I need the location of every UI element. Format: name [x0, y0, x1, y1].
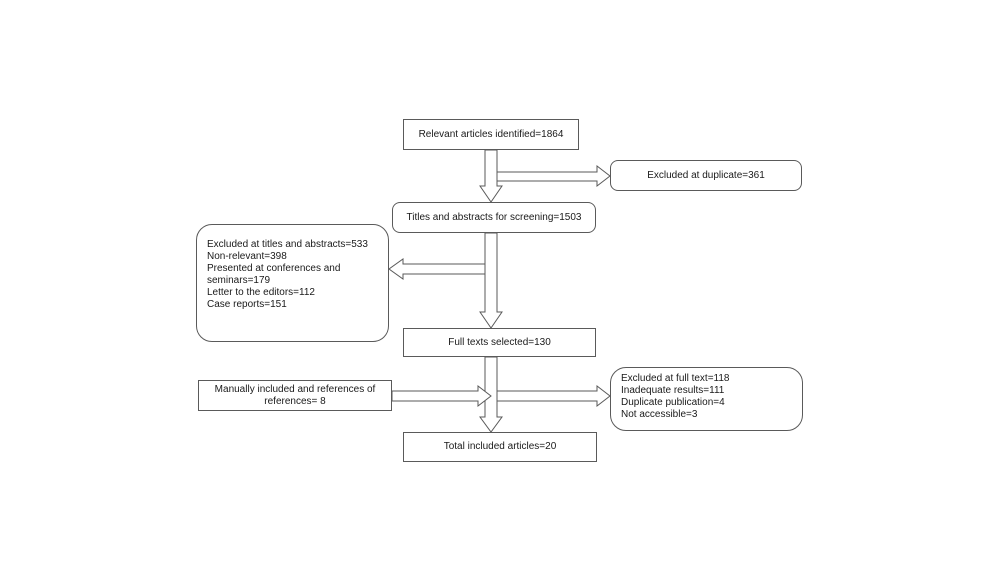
excluded-titles-line: seminars=179 — [207, 275, 271, 286]
manual-box: Manually included and references of refe… — [198, 380, 392, 411]
excluded-fulltext-line: Inadequate results=111 — [621, 385, 725, 396]
arrow-to-duplicate — [496, 164, 611, 188]
screening-box: Titles and abstracts for screening=1503 — [392, 202, 596, 233]
duplicate-text: Excluded at duplicate=361 — [647, 169, 765, 181]
duplicate-box: Excluded at duplicate=361 — [610, 160, 802, 191]
excluded-titles-line: Excluded at titles and abstracts=533 — [207, 239, 368, 250]
total-box: Total included articles=20 — [403, 432, 597, 462]
full-texts-text: Full texts selected=130 — [448, 336, 551, 348]
screening-text: Titles and abstracts for screening=1503 — [406, 211, 582, 223]
arrow-to-excluded-fulltext — [496, 384, 611, 408]
arrow-identified-to-screening — [479, 149, 503, 203]
excluded-fulltext-line: Excluded at full text=118 — [621, 373, 730, 384]
excluded-titles-line: Letter to the editors=112 — [207, 287, 315, 298]
arrow-to-excluded-titles — [388, 258, 486, 280]
excluded-titles-line: Non-relevant=398 — [207, 251, 287, 262]
excluded-titles-line: Case reports=151 — [207, 299, 287, 310]
identified-text: Relevant articles identified=1864 — [418, 128, 564, 140]
total-text: Total included articles=20 — [443, 441, 557, 452]
excluded-fulltext-line: Duplicate publication=4 — [621, 397, 725, 408]
excluded-titles-box: Excluded at titles and abstracts=533 Non… — [196, 224, 389, 342]
full-texts-box: Full texts selected=130 — [403, 328, 596, 357]
identified-box: Relevant articles identified=1864 — [403, 119, 579, 150]
arrow-screening-to-fulltext — [479, 232, 503, 329]
excluded-fulltext-box: Excluded at full text=118 Inadequate res… — [610, 367, 803, 431]
manual-text: Manually included and references of refe… — [214, 383, 376, 407]
arrow-fulltext-to-total — [479, 356, 503, 433]
arrow-manual-inclusion — [391, 384, 492, 408]
excluded-fulltext-line: Not accessible=3 — [621, 409, 698, 420]
excluded-titles-line: Presented at conferences and — [207, 263, 341, 274]
